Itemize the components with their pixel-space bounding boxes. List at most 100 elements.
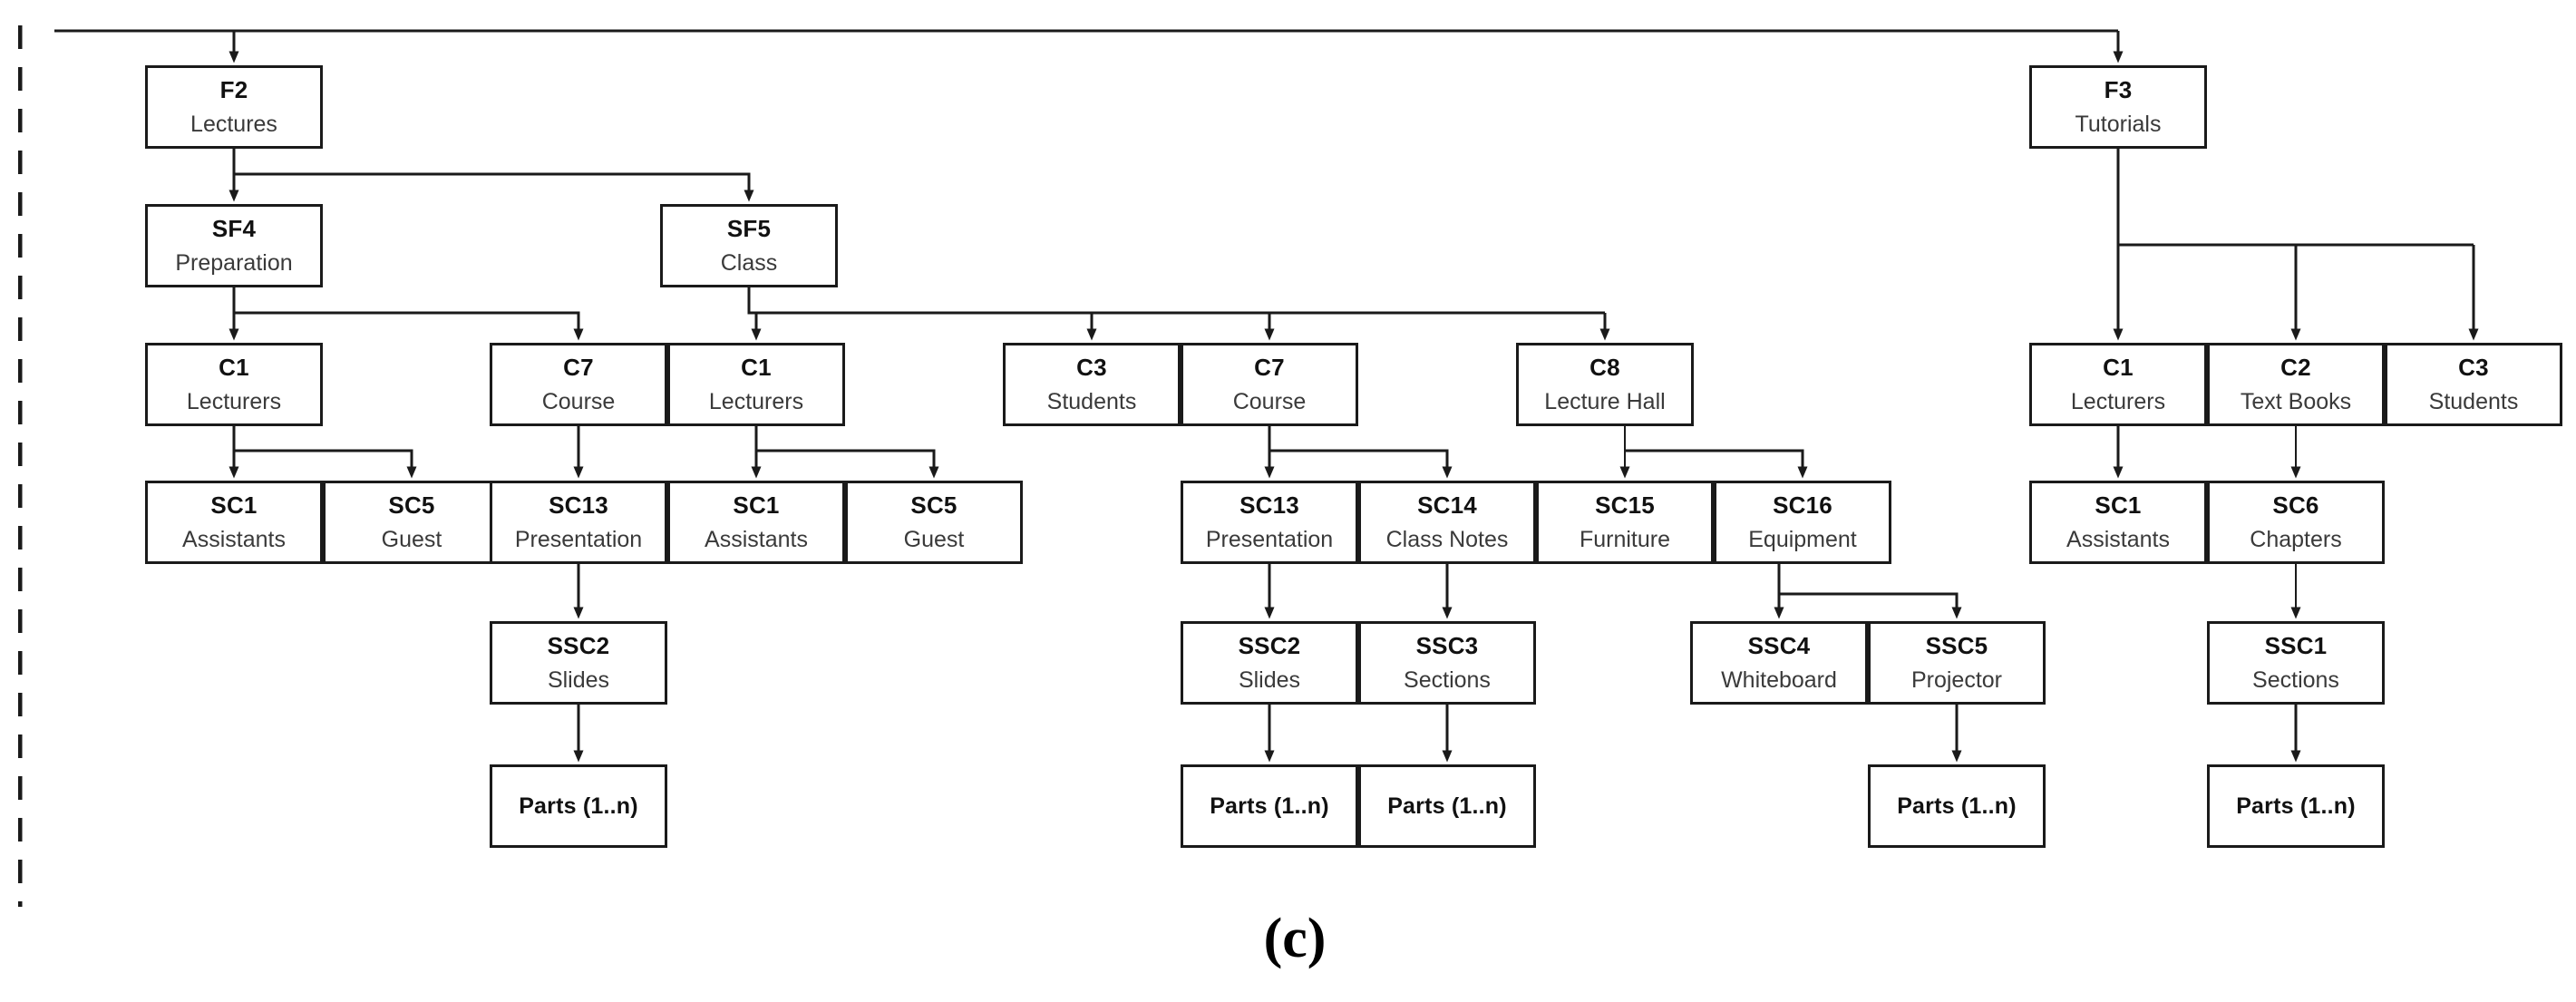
node-code: C1: [219, 353, 249, 381]
edge-c1a-sc5a: [234, 449, 417, 479]
node-label: Course: [1232, 389, 1307, 415]
node-label: Projector: [1910, 667, 2003, 694]
node-code: SC6: [2272, 491, 2319, 519]
node-code: SC14: [1417, 491, 1477, 519]
node-code: SC1: [2095, 491, 2142, 519]
node-label: Tutorials: [2075, 112, 2162, 138]
node-code: C3: [2458, 353, 2489, 381]
node-parts2[interactable]: Parts (1..n): [1181, 764, 1358, 848]
node-parts3[interactable]: Parts (1..n): [1358, 764, 1536, 848]
node-parts5[interactable]: Parts (1..n): [2207, 764, 2385, 848]
edge-c1b-sc5b: [756, 449, 939, 479]
node-code: C7: [1254, 353, 1285, 381]
node-code: SC1: [733, 491, 780, 519]
node-code: SSC2: [547, 631, 610, 659]
edge-sc16-ssc5: [1779, 592, 1962, 619]
node-label: Chapters: [2250, 527, 2342, 553]
edge-c7b-sc14: [1269, 449, 1453, 479]
node-code: Parts (1..n): [1897, 793, 2017, 819]
edge-f2-sf5: [234, 172, 754, 202]
node-code: SF5: [726, 214, 772, 242]
node-code: SSC5: [1925, 631, 1988, 659]
node-code: SSC2: [1238, 631, 1301, 659]
node-label: Lecture Hall: [1544, 389, 1666, 415]
node-label: Assistants: [182, 527, 286, 553]
node-label: Preparation: [175, 250, 293, 277]
node-label: Assistants: [2066, 527, 2170, 553]
node-code: Parts (1..n): [1387, 793, 1507, 819]
node-label: Text Books: [2240, 389, 2352, 415]
node-parts1[interactable]: Parts (1..n): [490, 764, 667, 848]
node-label: Lecturers: [2070, 389, 2166, 415]
node-label: Sections: [2252, 667, 2339, 694]
node-label: Class Notes: [1385, 527, 1509, 553]
node-label: Students: [2428, 389, 2519, 415]
node-label: Assistants: [705, 527, 808, 553]
edge-sf5-bus: [747, 287, 756, 315]
node-label: Students: [1046, 389, 1137, 415]
node-code: SC5: [388, 491, 435, 519]
node-label: Guest: [903, 527, 965, 553]
node-code: F2: [219, 75, 248, 103]
edge-c8-sc16: [1625, 449, 1808, 479]
node-code: C2: [2280, 353, 2311, 381]
node-code: SC15: [1595, 491, 1655, 519]
node-label: Class: [720, 250, 778, 277]
node-code: C8: [1589, 353, 1620, 381]
node-code: SSC4: [1747, 631, 1811, 659]
node-code: Parts (1..n): [2236, 793, 2356, 819]
node-parts4[interactable]: Parts (1..n): [1868, 764, 2046, 848]
node-label: Whiteboard: [1721, 667, 1837, 694]
node-label: Lecturers: [708, 389, 804, 415]
node-label: Lectures: [190, 112, 277, 138]
node-code: C3: [1076, 353, 1107, 381]
node-code: Parts (1..n): [1210, 793, 1329, 819]
node-code: Parts (1..n): [519, 793, 638, 819]
node-label: Course: [541, 389, 616, 415]
edge-sf4-c7a: [234, 311, 584, 341]
node-code: SC13: [1239, 491, 1299, 519]
node-label: Lecturers: [186, 389, 282, 415]
node-code: C1: [741, 353, 772, 381]
node-code: F3: [2104, 75, 2133, 103]
node-label: Guest: [381, 527, 442, 553]
node-code: SF4: [211, 214, 257, 242]
node-code: SSC1: [2264, 631, 2328, 659]
node-label: Equipment: [1748, 527, 1857, 553]
node-code: C1: [2103, 353, 2134, 381]
node-label: Presentation: [1205, 527, 1334, 553]
node-label: Sections: [1404, 667, 1491, 694]
